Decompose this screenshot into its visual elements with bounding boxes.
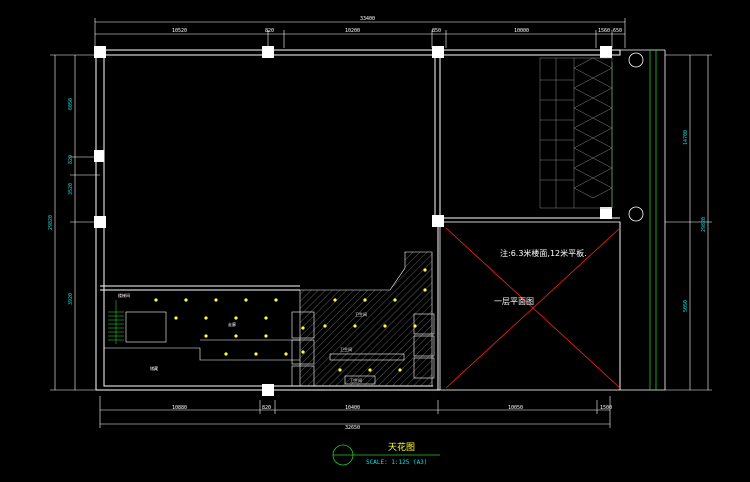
left-dimension-3: 3520	[68, 183, 74, 195]
drawing-title: 天花图	[388, 441, 415, 453]
column	[94, 150, 104, 162]
room-label-stair: 楼梯间	[118, 292, 130, 298]
top-dimension-chain	[94, 18, 626, 48]
light-fixture-icon	[244, 298, 248, 302]
light-fixture-icon	[413, 324, 417, 328]
top-dimension-2: 820	[265, 28, 274, 34]
red-cross-void	[445, 227, 621, 389]
room-label-toilet-1: 卫生间	[355, 311, 367, 317]
top-dimension-5: 10000	[514, 28, 529, 34]
light-fixture-icon	[214, 298, 218, 302]
room-label-storage: 储藏	[150, 365, 158, 371]
light-fixture-icon	[393, 298, 397, 302]
slab-note: 注:6.3米楼面,12米平板.	[500, 248, 587, 258]
right-dimension-1: 14700	[683, 130, 689, 145]
column	[600, 207, 612, 219]
title-marker-icon	[332, 444, 440, 466]
bottom-dimension-3: 10400	[345, 405, 360, 411]
light-fixture-icon	[398, 368, 402, 372]
outer-walls	[95, 49, 621, 391]
light-fixture-icon	[274, 298, 278, 302]
light-fixture-icon	[301, 350, 305, 354]
light-fixture-icon	[333, 298, 337, 302]
light-fixture-icon	[154, 298, 158, 302]
bottom-overall-dimension: 32650	[345, 425, 360, 431]
ground-floor-note: 一层平面图	[494, 297, 534, 306]
light-fixture-icon	[254, 352, 258, 356]
top-dimension-4: 850	[432, 28, 441, 34]
right-overall-dimension: 29820	[701, 217, 707, 232]
room-label-toilet-3: 卫生间	[350, 377, 362, 383]
lower-left-rooms	[104, 311, 300, 361]
light-fixture-icon	[204, 334, 208, 338]
light-fixture-icon	[368, 368, 372, 372]
bottom-dimension-5: 1500	[600, 405, 612, 411]
ground-floor-outline	[439, 49, 666, 391]
light-fixture-icon	[234, 316, 238, 320]
bottom-dimension-1: 10880	[172, 405, 187, 411]
top-overall-dimension: 33400	[360, 16, 375, 22]
hatched-corridor	[299, 251, 433, 387]
structural-columns	[94, 46, 612, 396]
light-fixture-icon	[323, 324, 327, 328]
column	[432, 215, 444, 227]
column	[262, 384, 274, 396]
light-fixture-icon	[423, 268, 427, 272]
left-dimension-1: 6050	[68, 98, 74, 110]
light-fixture-icon	[301, 326, 305, 330]
light-fixture-icon	[284, 352, 288, 356]
light-fixture-icon	[353, 324, 357, 328]
bottom-dimension-chain	[99, 396, 611, 428]
round-columns	[628, 52, 644, 222]
light-fixture-icon	[338, 368, 342, 372]
green-facade-lines	[611, 50, 657, 390]
column	[94, 216, 106, 228]
bottom-dimension-4: 10050	[508, 405, 523, 411]
light-fixture-icon	[184, 298, 188, 302]
light-fixture-icon	[224, 352, 228, 356]
right-dimension-chain	[665, 54, 712, 391]
bottom-dimension-2: 820	[262, 405, 271, 411]
light-fixture-icon	[423, 288, 427, 292]
light-fixture-icon	[234, 334, 238, 338]
right-dimension-2: 5050	[683, 300, 689, 312]
left-dimension-chain	[50, 54, 100, 391]
column	[600, 46, 612, 58]
toilet-partitions	[291, 311, 435, 387]
top-dimension-1: 10520	[172, 28, 187, 34]
top-dimension-3: 10200	[345, 28, 360, 34]
left-dimension-4: 3920	[68, 293, 74, 305]
light-fixture-icon	[264, 316, 268, 320]
light-fixture-icon	[264, 334, 268, 338]
light-fixture-icon	[383, 324, 387, 328]
drawing-scale: SCALE: 1:125 (A3)	[366, 459, 427, 466]
light-fixture-icon	[204, 316, 208, 320]
left-overall-dimension: 29820	[48, 215, 54, 230]
light-fixture-icon	[174, 316, 178, 320]
column	[432, 46, 444, 58]
top-dimension-6: 1560	[598, 28, 610, 34]
top-dimension-7: 650	[613, 28, 622, 34]
ceiling-lights	[154, 268, 427, 372]
room-label-toilet-2: 卫生间	[340, 346, 352, 352]
light-fixture-icon	[363, 298, 367, 302]
column	[94, 46, 106, 58]
left-dimension-2: 820	[68, 155, 74, 164]
staircase	[108, 300, 124, 344]
room-label-corridor: 走廊	[228, 321, 236, 327]
column	[262, 46, 274, 58]
glass-wall-grid	[539, 57, 613, 209]
